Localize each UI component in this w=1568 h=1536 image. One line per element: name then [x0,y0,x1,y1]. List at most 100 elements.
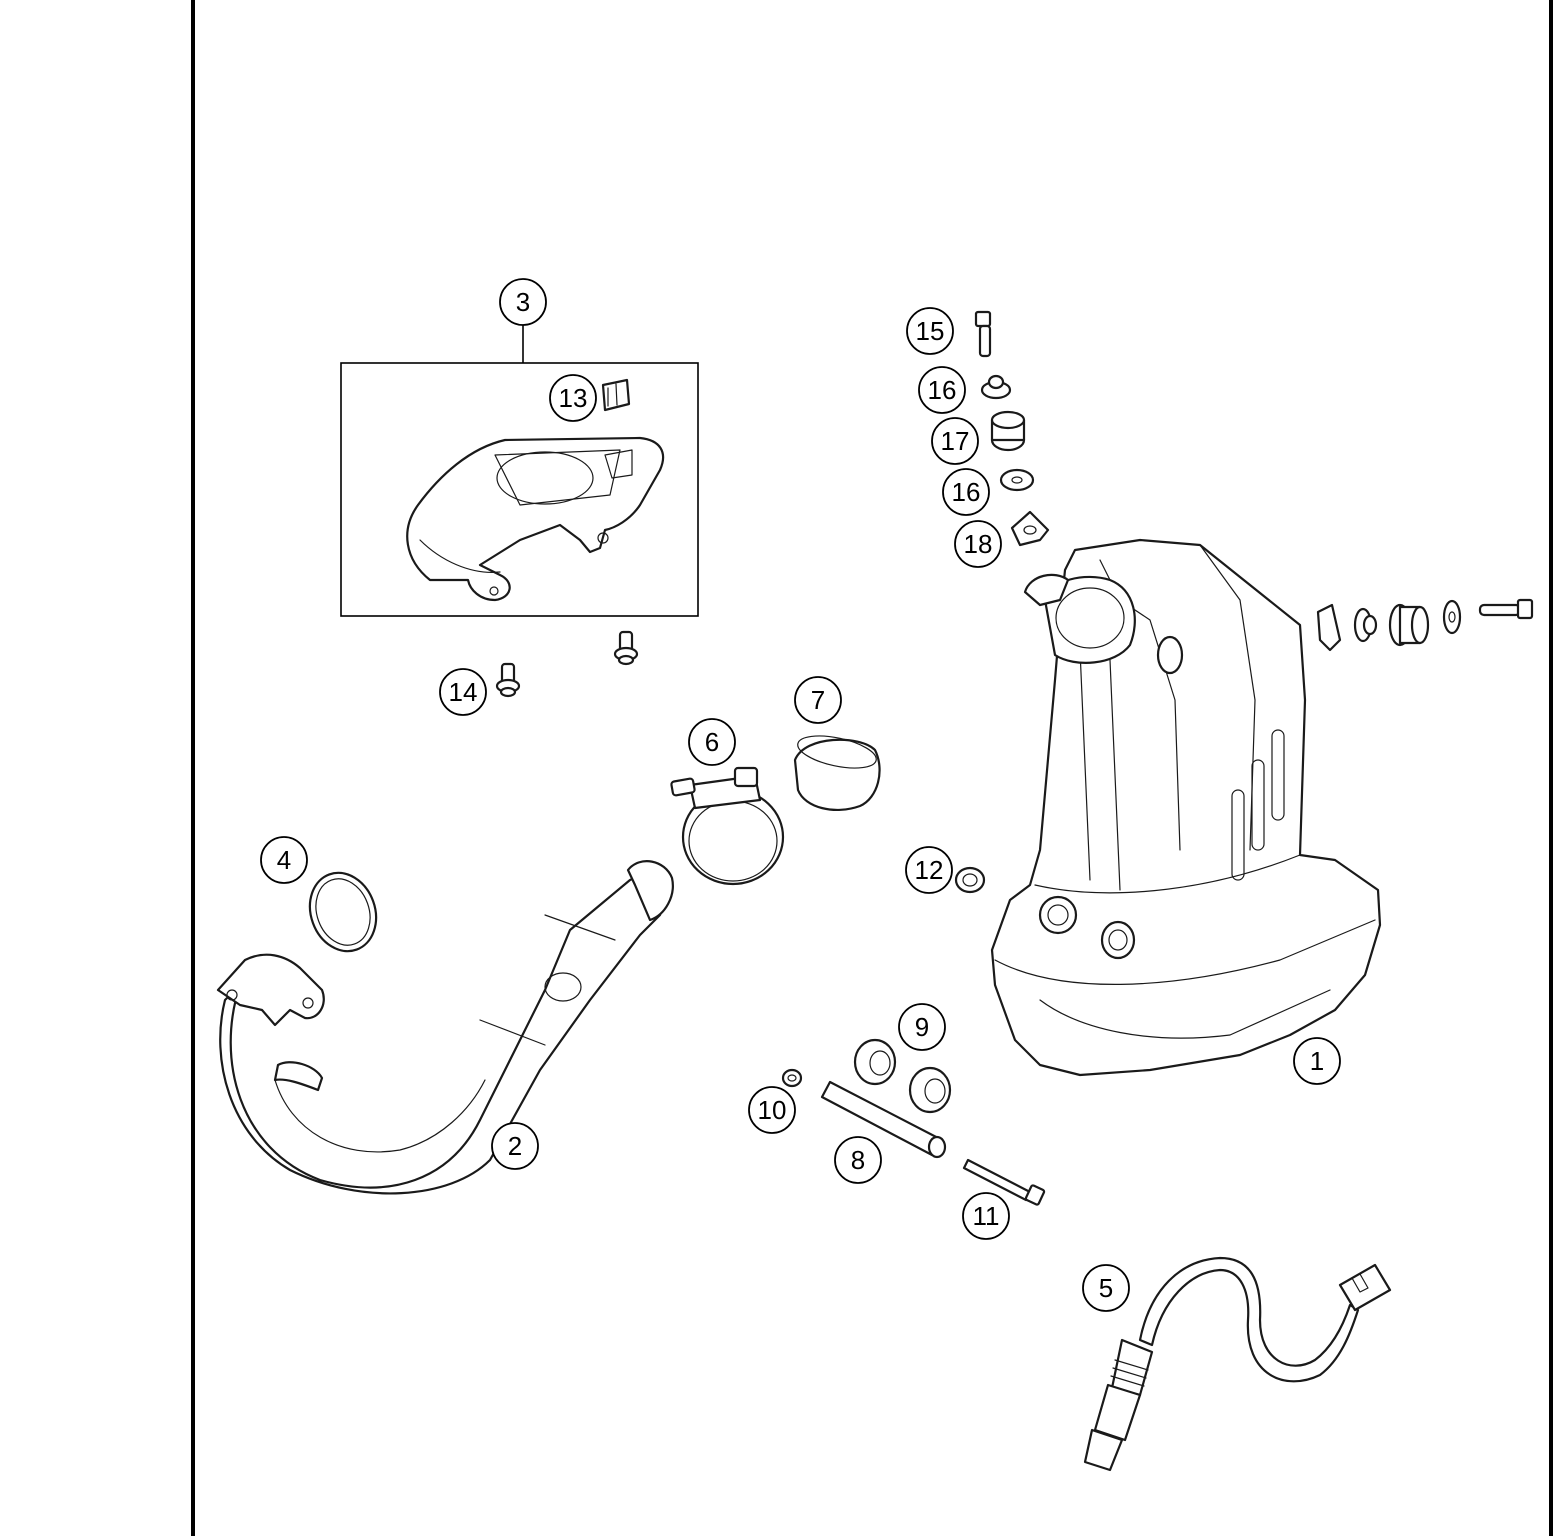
silencer-mount-rear [1100,920,1136,960]
callout-7: 7 [794,676,842,724]
callout-14-label: 14 [449,677,478,707]
sensor-body [1110,1338,1154,1397]
callout-14: 14 [439,668,487,716]
silencer-upper-band [1034,854,1301,894]
callout-3: 3 [499,278,547,326]
callout-17-label: 17 [941,426,970,456]
callout-15: 15 [906,307,954,355]
part-16-washer-top [980,374,1012,400]
silencer-base-line [1039,989,1331,1039]
silencer-mid-line [1079,649,1121,891]
callout-16-top-label: 16 [928,375,957,405]
header-pipe-section-line-2 [544,914,616,941]
side-rubber-bush [1388,603,1430,647]
sensor-connector [1338,1263,1392,1312]
sensor-thread-lines [1110,1359,1149,1387]
silencer-lower-band [994,919,1376,985]
heat-shield [406,436,665,602]
header-pipe-sensor-port [544,972,582,1002]
silencer-side-boss [1156,635,1184,675]
side-bolt [1478,598,1534,620]
callout-6-label: 6 [705,727,719,757]
silencer-inlet-tab [1023,573,1070,607]
flange-hole-right [302,997,314,1009]
silencer-body [990,538,1382,1077]
silencer-inlet-pipe [1043,575,1136,664]
part-12-grommet [954,866,986,894]
header-pipe-section-line-1 [479,1019,546,1046]
heat-shield-mount-hole-2 [489,586,499,596]
part-13-clip [601,378,631,412]
vent-slot-2 [1251,759,1265,851]
callout-9: 9 [898,1003,946,1051]
heat-shield-inner-rim [494,449,621,506]
header-flange [216,953,325,1027]
lower-mounting-hardware [781,1038,1046,1206]
callout-10-label: 10 [758,1095,787,1125]
callout-10: 10 [748,1086,796,1134]
silencer-mount-rear-hole [1108,929,1128,951]
part-1-silencer [990,538,1382,1077]
clamp-bolt-left [670,777,696,797]
callout-18: 18 [954,520,1002,568]
callout-15-label: 15 [916,316,945,346]
callout-5-label: 5 [1099,1273,1113,1303]
part-15-bolt [974,310,992,358]
side-clip-nut [1316,603,1342,652]
side-mounting-hardware [1316,598,1534,652]
callout-12: 12 [905,846,953,894]
part-18-clip-nut [1010,510,1050,547]
header-port-ring [273,1061,324,1092]
callout-11-label: 11 [973,1201,1000,1231]
part-3-group-box [340,362,699,617]
part-11-bolt [962,1158,1046,1206]
callout-17: 17 [931,417,979,465]
part-5-oxygen-sensor [1083,1256,1392,1472]
screw-14a [613,630,639,666]
callout-4-label: 4 [277,845,291,875]
vent-slot-3 [1271,729,1285,821]
sensor-cable [1138,1256,1360,1383]
part-10-nut [781,1068,803,1088]
side-washer-2 [1442,599,1462,635]
part-17-rubber-bush [990,410,1026,452]
callout-3-label: 3 [516,287,530,317]
callout-1: 1 [1293,1037,1341,1085]
part-9-bush-1 [853,1038,897,1086]
sensor-connector-detail [1351,1273,1369,1293]
callout-13: 13 [549,374,597,422]
side-washer [1353,607,1378,643]
heat-shield-outlet-hole [496,451,594,505]
callout-11: 11 [962,1192,1010,1240]
heat-shield-mount-hole-1 [597,532,609,544]
callout-5: 5 [1082,1264,1130,1312]
screw-14b [495,662,521,698]
callout-2: 2 [491,1122,539,1170]
callout-16-bottom-label: 16 [952,477,981,507]
part-9-bush-2 [908,1066,952,1114]
vent-slot-1 [1231,789,1245,881]
heat-shield-lower-edge [419,539,501,573]
callout-8-label: 8 [851,1145,865,1175]
silencer-mount-front-hole [1047,904,1069,926]
callout-7-label: 7 [811,685,825,715]
part-14-screws [495,630,639,698]
clip-detail [607,383,618,407]
callout-4: 4 [260,836,308,884]
flange-hole-left [226,989,238,1001]
callout-1-label: 1 [1310,1046,1324,1076]
top-mounting-hardware [974,310,1050,547]
part-7-sleeve [793,735,881,811]
silencer-inlet-opening [1055,587,1125,649]
part-6-clamp [670,766,785,886]
header-outlet-collar [626,860,674,922]
callout-8: 8 [834,1136,882,1184]
callout-2-label: 2 [508,1131,522,1161]
heat-shield-bracket [604,449,633,479]
callout-13-label: 13 [559,383,588,413]
clamp-nut-right [733,766,759,788]
callout-9-label: 9 [915,1012,929,1042]
part-3-heat-shield-group [340,325,699,617]
part-8-spacer-tube [820,1080,947,1159]
